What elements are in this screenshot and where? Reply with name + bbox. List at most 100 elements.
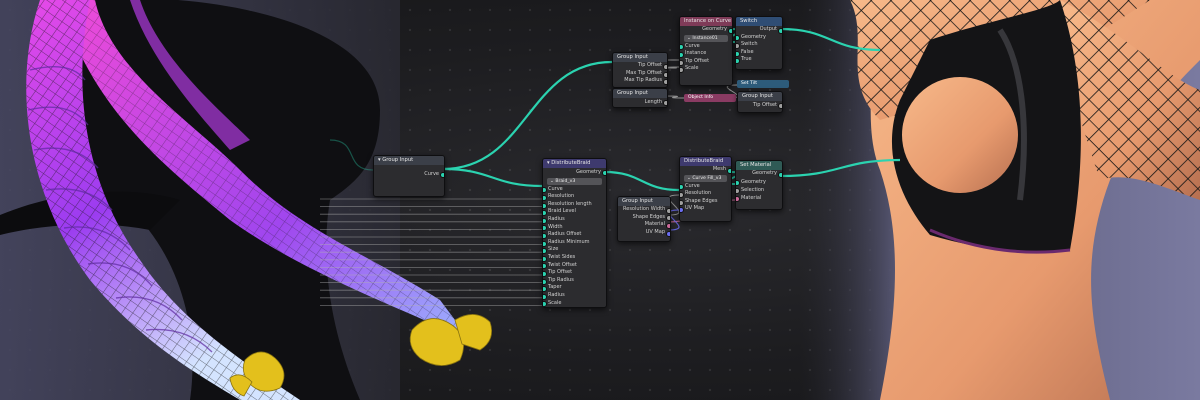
- socket-dot[interactable]: [543, 301, 547, 307]
- node-output[interactable]: UV Map: [618, 229, 670, 237]
- socket-dot[interactable]: [543, 210, 547, 217]
- node-input[interactable]: UV Map: [680, 205, 731, 214]
- socket-dot[interactable]: [663, 79, 667, 86]
- node-input[interactable]: Radius Offset: [543, 231, 606, 239]
- node-input[interactable]: Curve: [680, 43, 732, 51]
- node-output-curve[interactable]: Curve: [374, 170, 444, 179]
- node-output[interactable]: Material: [618, 221, 670, 229]
- socket-dot[interactable]: [666, 207, 670, 214]
- node-group-dropdown[interactable]: ⌄ Braid_v3: [547, 177, 602, 185]
- node-header[interactable]: Set Material: [736, 161, 782, 170]
- node-input[interactable]: Twist Sides: [543, 254, 606, 262]
- node-header[interactable]: Group Input: [738, 92, 782, 101]
- socket-dot[interactable]: [666, 222, 670, 229]
- socket-dot[interactable]: [666, 230, 670, 237]
- socket-dot[interactable]: [543, 217, 547, 224]
- node-output[interactable]: Tip Offset: [738, 101, 782, 110]
- node-input[interactable]: Tip Radius: [543, 277, 606, 285]
- socket-dot[interactable]: [778, 172, 782, 179]
- node-header[interactable]: Group Input: [618, 197, 670, 206]
- node-input[interactable]: Curve: [680, 183, 731, 191]
- socket-dot[interactable]: [543, 240, 547, 247]
- socket-dot[interactable]: [543, 263, 547, 270]
- node-output[interactable]: Output: [736, 26, 782, 35]
- socket-dot[interactable]: [778, 28, 782, 35]
- node-input[interactable]: Braid Level: [543, 208, 606, 217]
- socket-dot[interactable]: [680, 207, 684, 214]
- socket-dot[interactable]: [543, 278, 547, 285]
- socket-dot[interactable]: [727, 168, 731, 175]
- node-header[interactable]: Group Input: [613, 89, 667, 98]
- node-group-input-c[interactable]: Group Input Tip Offset: [737, 91, 783, 113]
- node-input[interactable]: Resolution: [680, 190, 731, 198]
- node-input[interactable]: Material: [736, 194, 782, 202]
- node-output[interactable]: Max Tip Offset: [613, 70, 667, 78]
- socket-dot[interactable]: [728, 28, 732, 35]
- node-input[interactable]: Tip Offset: [543, 269, 606, 277]
- socket-dot[interactable]: [666, 215, 670, 222]
- node-input[interactable]: Scale: [543, 300, 606, 307]
- socket-dot[interactable]: [663, 71, 667, 78]
- node-output[interactable]: Shape Edges: [618, 214, 670, 222]
- socket-dot[interactable]: [543, 194, 547, 201]
- node-output[interactable]: Length: [613, 98, 667, 107]
- node-output[interactable]: Resolution Width: [618, 206, 670, 214]
- node-input[interactable]: Geometry: [736, 178, 782, 186]
- node-input[interactable]: Twist Offset: [543, 262, 606, 270]
- socket-dot[interactable]: [736, 179, 740, 186]
- socket-dot[interactable]: [736, 42, 740, 49]
- node-distribute-braid[interactable]: ▾ DistributeBraid Geometry ⌄ Braid_v3 Cu…: [542, 158, 607, 308]
- socket-dot[interactable]: [680, 67, 684, 74]
- socket-dot[interactable]: [543, 270, 547, 277]
- node-input[interactable]: Geometry: [736, 34, 782, 42]
- node-header[interactable]: DistributeBraid: [680, 157, 731, 166]
- node-input[interactable]: Shape Edges: [680, 198, 731, 206]
- node-output[interactable]: Max Tip Radius: [613, 77, 667, 86]
- node-input[interactable]: Tip Offset: [680, 58, 732, 66]
- node-input[interactable]: Switch: [736, 41, 782, 49]
- socket-dot[interactable]: [663, 100, 667, 107]
- node-header[interactable]: Group Input: [613, 53, 667, 62]
- node-header[interactable]: ▾ Group Input: [374, 156, 444, 165]
- node-input[interactable]: Instance: [680, 50, 732, 58]
- node-output-geometry[interactable]: Geometry: [543, 168, 606, 177]
- socket-dot[interactable]: [543, 286, 547, 293]
- socket-dot[interactable]: [663, 64, 667, 71]
- node-output-geometry[interactable]: Geometry: [736, 170, 782, 179]
- socket-dot[interactable]: [736, 187, 740, 194]
- socket-dot[interactable]: [543, 248, 547, 255]
- socket-dot[interactable]: [680, 191, 684, 198]
- node-input[interactable]: Taper: [543, 284, 606, 293]
- socket-dot[interactable]: [602, 170, 606, 177]
- node-output[interactable]: Tip Offset: [613, 62, 667, 71]
- node-collapse-icon[interactable]: ▾: [547, 160, 552, 166]
- node-set-tilt[interactable]: Set Tilt: [737, 80, 789, 88]
- node-instance-on-curve[interactable]: Instance on Curve Geometry ⌄ Instance01 …: [679, 16, 733, 86]
- node-group-input-a[interactable]: Group Input Tip Offset Max Tip Offset Ma…: [612, 52, 668, 88]
- node-distribute-braid-small[interactable]: DistributeBraid Mesh ⌄ Curve Fill_v3 Cur…: [679, 156, 732, 222]
- node-output-mesh[interactable]: Mesh: [680, 166, 731, 175]
- socket-dot[interactable]: [543, 293, 547, 300]
- socket-dot[interactable]: [736, 50, 740, 57]
- node-header[interactable]: Switch: [736, 17, 782, 26]
- node-object-info[interactable]: Object Info: [684, 94, 736, 102]
- node-header[interactable]: Instance on Curve: [680, 17, 732, 26]
- socket-dot[interactable]: [543, 255, 547, 262]
- node-output-geometry[interactable]: Geometry: [680, 26, 732, 35]
- socket-dot[interactable]: [680, 51, 684, 58]
- socket-dot[interactable]: [680, 59, 684, 66]
- socket-dot[interactable]: [543, 202, 547, 209]
- node-collapse-icon[interactable]: ▾: [378, 157, 383, 163]
- node-input[interactable]: Resolution: [543, 193, 606, 201]
- node-group-input[interactable]: ▾ Group Input Curve: [373, 155, 445, 197]
- node-input[interactable]: Scale: [680, 65, 732, 74]
- socket-dot[interactable]: [736, 195, 740, 202]
- socket-dot[interactable]: [543, 232, 547, 239]
- node-input[interactable]: Curve: [543, 186, 606, 194]
- socket-dot[interactable]: [778, 103, 782, 110]
- node-group-dropdown[interactable]: ⌄ Curve Fill_v3: [684, 174, 727, 182]
- node-input[interactable]: Size: [543, 246, 606, 255]
